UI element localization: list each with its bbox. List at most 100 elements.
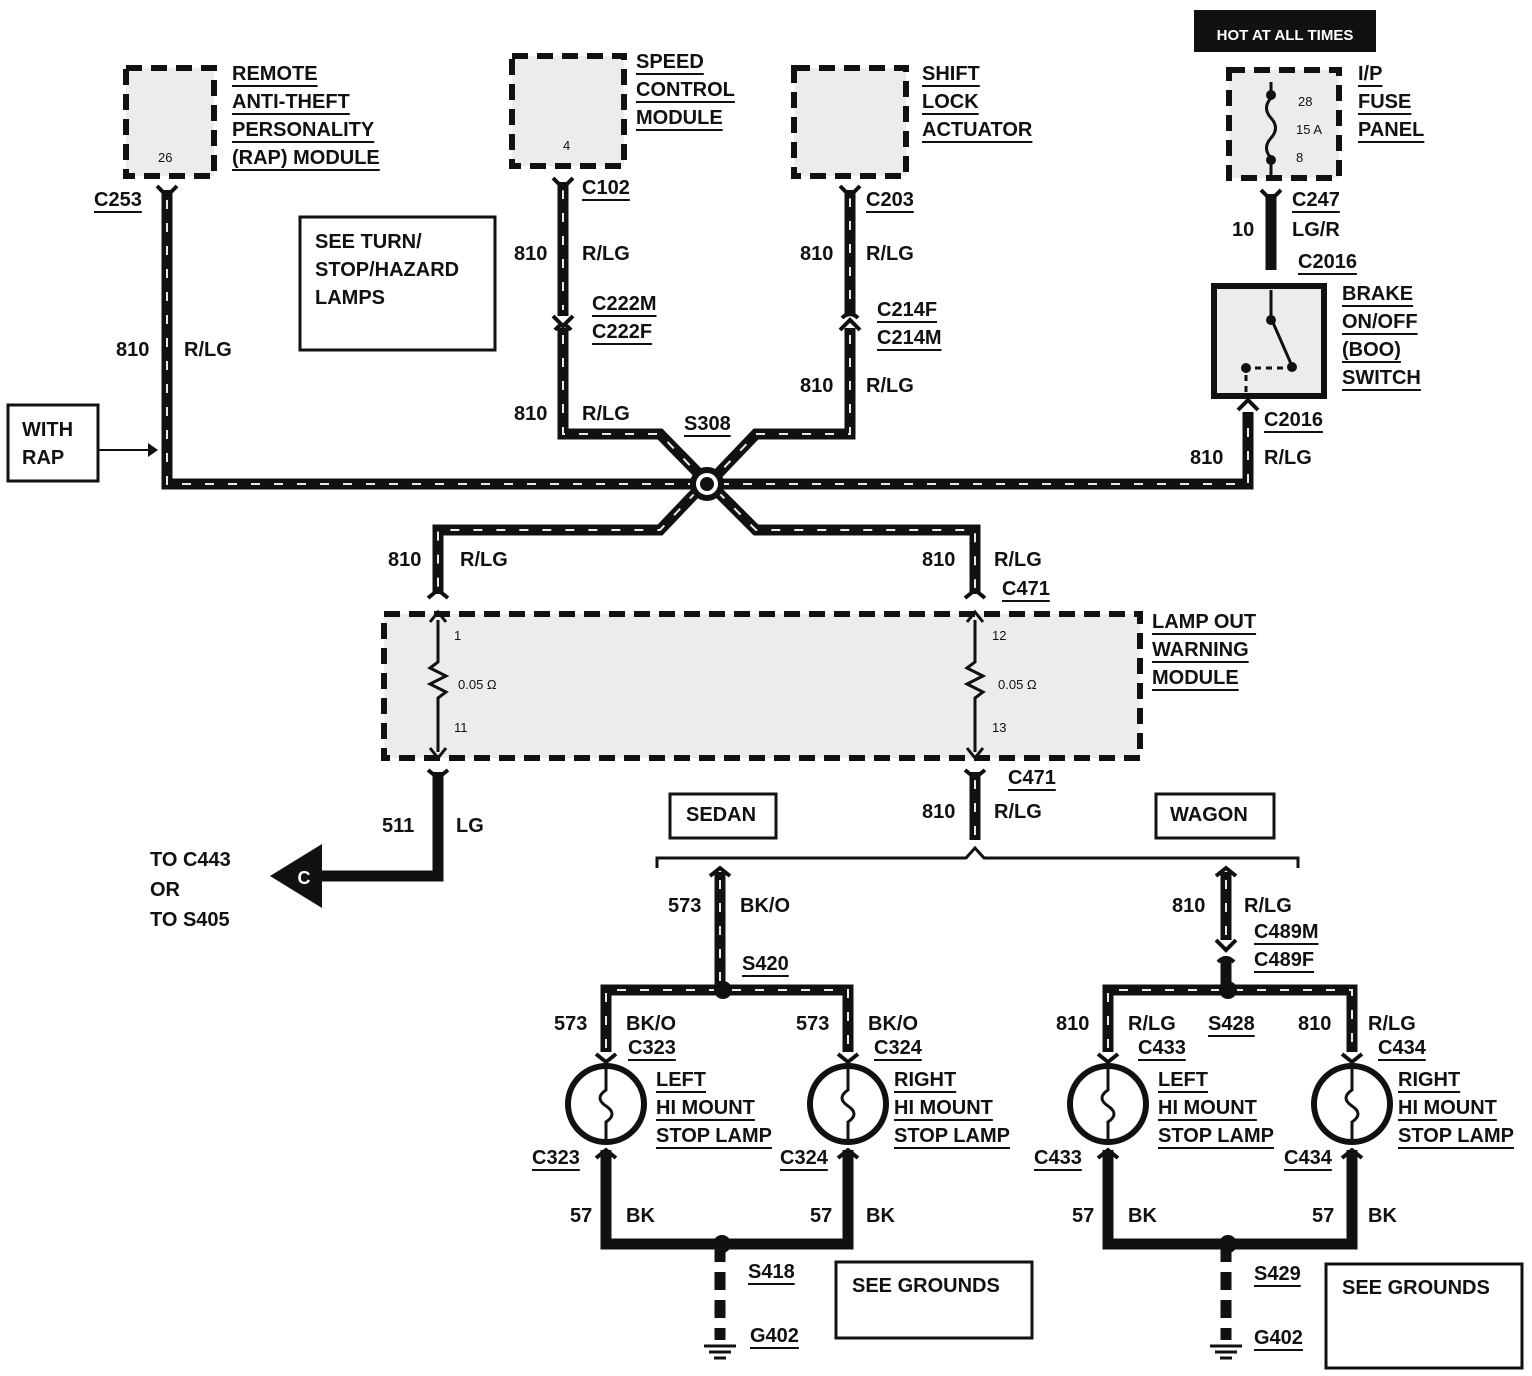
lamp-out-title-1: LAMP OUT [1152, 611, 1256, 633]
connector-c323-top: C323 [628, 1037, 676, 1059]
with-rap-arrow-icon [148, 443, 158, 457]
switch-pivot [1266, 315, 1276, 325]
see-turn-note-2: STOP/HAZARD [315, 259, 459, 281]
see-grounds-wagon: SEE GROUNDS [1342, 1277, 1490, 1299]
rap-module-title-3: PERSONALITY [232, 119, 375, 141]
connector-c323-bottom: C323 [532, 1147, 580, 1169]
wire-splice-right [710, 484, 981, 594]
connector-c434-bottom: C434 [1284, 1147, 1333, 1169]
wagon-box [1154, 792, 1276, 840]
connector-c2016-top: C2016 [1298, 251, 1357, 273]
sedan-wagon-bracket [655, 845, 1300, 868]
fuse-rating: 15 A [1296, 122, 1322, 137]
wire-label-8: R/LG [866, 243, 914, 265]
with-rap-note-2: RAP [22, 447, 64, 469]
splice-s308-label: S308 [684, 413, 731, 435]
wire-label-11: 10 [1232, 219, 1254, 241]
connector-c102: C102 [582, 177, 630, 199]
connector-c433-top: C433 [1138, 1037, 1186, 1059]
wire-label-26: R/LG [1244, 895, 1292, 917]
splice-s420 [714, 981, 732, 999]
boo-switch-title-1: BRAKE [1342, 283, 1413, 305]
splice-s429-label: S429 [1254, 1263, 1301, 1285]
lamp-right-sedan-3: STOP LAMP [894, 1125, 1010, 1147]
lamp-left-sedan-1: LEFT [656, 1069, 706, 1091]
fuse-terminal-bottom [1266, 155, 1276, 165]
boo-switch-title-3: (BOO) [1342, 339, 1401, 361]
wire-label-40: BK [1128, 1205, 1157, 1227]
lamp-right-wagon-3: STOP LAMP [1398, 1125, 1514, 1147]
connector-c203: C203 [866, 189, 914, 211]
connector-c222m: C222M [592, 293, 656, 315]
fuse-pin-top: 28 [1298, 94, 1312, 109]
see-turn-note-1: SEE TURN/ [315, 231, 422, 253]
splice-s308-dot [700, 477, 714, 491]
speed-control-pin: 4 [563, 138, 570, 153]
wire-label-28: BK/O [626, 1013, 676, 1035]
see-grounds-sedan: SEE GROUNDS [852, 1275, 1000, 1297]
splice-s420-label: S420 [742, 953, 789, 975]
boo-switch-title-4: SWITCH [1342, 367, 1421, 389]
hot-at-all-times-banner [1194, 10, 1376, 52]
connector-c471-top: C471 [1002, 578, 1050, 600]
wire-label-37: 57 [810, 1205, 832, 1227]
wire-label-24: BK/O [740, 895, 790, 917]
bulb-icon-left-sedan [565, 1063, 647, 1145]
wire-label-33: 810 [1298, 1013, 1331, 1035]
resistor-right-icon [963, 620, 987, 752]
bulb-icon-right-sedan [807, 1063, 889, 1145]
resistance-right: 0.05 Ω [998, 677, 1037, 692]
ground-icon-wagon [1210, 1344, 1242, 1360]
splice-s418-label: S418 [748, 1261, 795, 1283]
wire-label-12: LG/R [1292, 219, 1340, 241]
see-grounds-box-sedan [834, 1260, 1034, 1340]
connector-marks [155, 176, 1364, 1160]
wire-label-7: 810 [800, 243, 833, 265]
resistor-left-icon [426, 620, 450, 752]
lamp-right-wagon-2: HI MOUNT [1398, 1097, 1497, 1119]
lamp-out-title-2: WARNING [1152, 639, 1249, 661]
connector-c222f: C222F [592, 321, 652, 343]
wire-label-19: 511 [382, 815, 414, 837]
see-turn-note-3: LAMPS [315, 287, 385, 309]
connector-c471-bottom: C471 [1008, 767, 1056, 789]
speed-control-title-1: SPEED [636, 51, 704, 73]
rap-module-title-1: REMOTE [232, 63, 318, 85]
wire-label-23: 573 [668, 895, 701, 917]
wire-label-41: 57 [1312, 1205, 1334, 1227]
lamp-left-wagon-1: LEFT [1158, 1069, 1208, 1091]
to-c443-note-1: TO C443 [150, 849, 231, 871]
bulb-icon-left-wagon [1067, 1063, 1149, 1145]
lamp-left-wagon-2: HI MOUNT [1158, 1097, 1257, 1119]
wire-label-38: BK [866, 1205, 895, 1227]
lamp-left-sedan-3: STOP LAMP [656, 1125, 772, 1147]
wire-boo-bus [714, 412, 1254, 490]
fuse-panel-title-2: FUSE [1358, 91, 1411, 113]
splice-s428 [1219, 981, 1237, 999]
switch-terminal-lower [1241, 363, 1251, 373]
speed-control-title-3: MODULE [636, 107, 723, 129]
wire-label-1: 810 [116, 339, 149, 361]
connector-c253: C253 [94, 189, 142, 211]
resistance-left: 0.05 Ω [458, 677, 497, 692]
wire-label-2: R/LG [184, 339, 232, 361]
wire-label-13: 810 [1190, 447, 1223, 469]
shift-lock-title-2: LOCK [922, 91, 979, 113]
wire-label-29: 573 [796, 1013, 829, 1035]
wire-label-35: 57 [570, 1205, 592, 1227]
fuse-terminal-top [1266, 90, 1276, 100]
wire-label-16: R/LG [460, 549, 508, 571]
wire-label-25: 810 [1172, 895, 1205, 917]
lamp-left-sedan-2: HI MOUNT [656, 1097, 755, 1119]
speed-control-title-2: CONTROL [636, 79, 735, 101]
sedan-label: SEDAN [686, 804, 756, 826]
see-turn-box [298, 215, 497, 352]
wire-label-5: 810 [514, 403, 547, 425]
wire-label-3: 810 [514, 243, 547, 265]
speed-control-box [509, 53, 627, 169]
ground-g402-sedan: G402 [750, 1325, 799, 1347]
wire-label-34: R/LG [1368, 1013, 1416, 1035]
wire-label-10: R/LG [866, 375, 914, 397]
